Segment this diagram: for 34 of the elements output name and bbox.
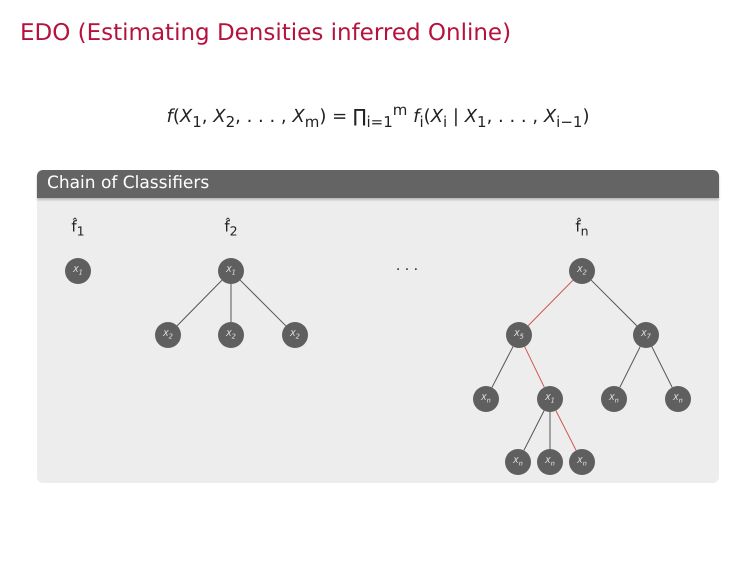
tree-edge [619,346,641,388]
tree-edge [524,346,545,388]
variable-node: X$_{1}$ [218,258,244,284]
variable-node: X$_{5}$ [506,322,532,348]
tree-edge [555,410,577,451]
variable-node: X$_{n}$ [537,449,563,475]
panel-title: Chain of Classifiers [47,173,210,193]
variable-node: X$_{2}$ [282,322,308,348]
panel [37,170,719,483]
variable-node: X$_{7}$ [633,322,659,348]
variable-node: X$_{n}$ [473,386,499,412]
variable-node: X$_{n}$ [569,449,595,475]
variable-node: X$_{2}$ [569,258,595,284]
tree-edge [523,410,545,451]
tree-edge [590,280,638,326]
tree-edge [240,280,286,326]
classifier-label: f̂$_{2}$ [224,218,238,238]
variable-node: X$_{n}$ [665,386,691,412]
formula: f(X$_{1}$, X$_{2}$, . . . , X$_{m}$) = ∏$_{i=1}$$^{m}$ f$_{i}$(X$_{i}$ | X$_{1}$, . . . , X$_{i−1}$) [166,101,590,131]
variable-node: X$_{1}$ [537,386,563,412]
variable-node: X$_{1}$ [65,258,91,284]
variable-node: X$_{2}$ [218,322,244,348]
classifier-label: · · · [396,262,418,278]
tree-edge [491,346,514,388]
variable-node: X$_{2}$ [155,322,181,348]
slide-title: EDO (Estimating Densities inferred Online) [20,20,512,46]
classifier-label: f̂$_{1}$ [71,218,85,238]
variable-node: X$_{n}$ [505,449,531,475]
tree-edge [176,280,222,326]
tree-edge [230,284,232,322]
tree-edge [528,280,574,326]
classifier-label: f̂$_{n}$ [575,218,589,238]
variable-node: X$_{n}$ [601,386,627,412]
tree-edge [651,346,673,388]
